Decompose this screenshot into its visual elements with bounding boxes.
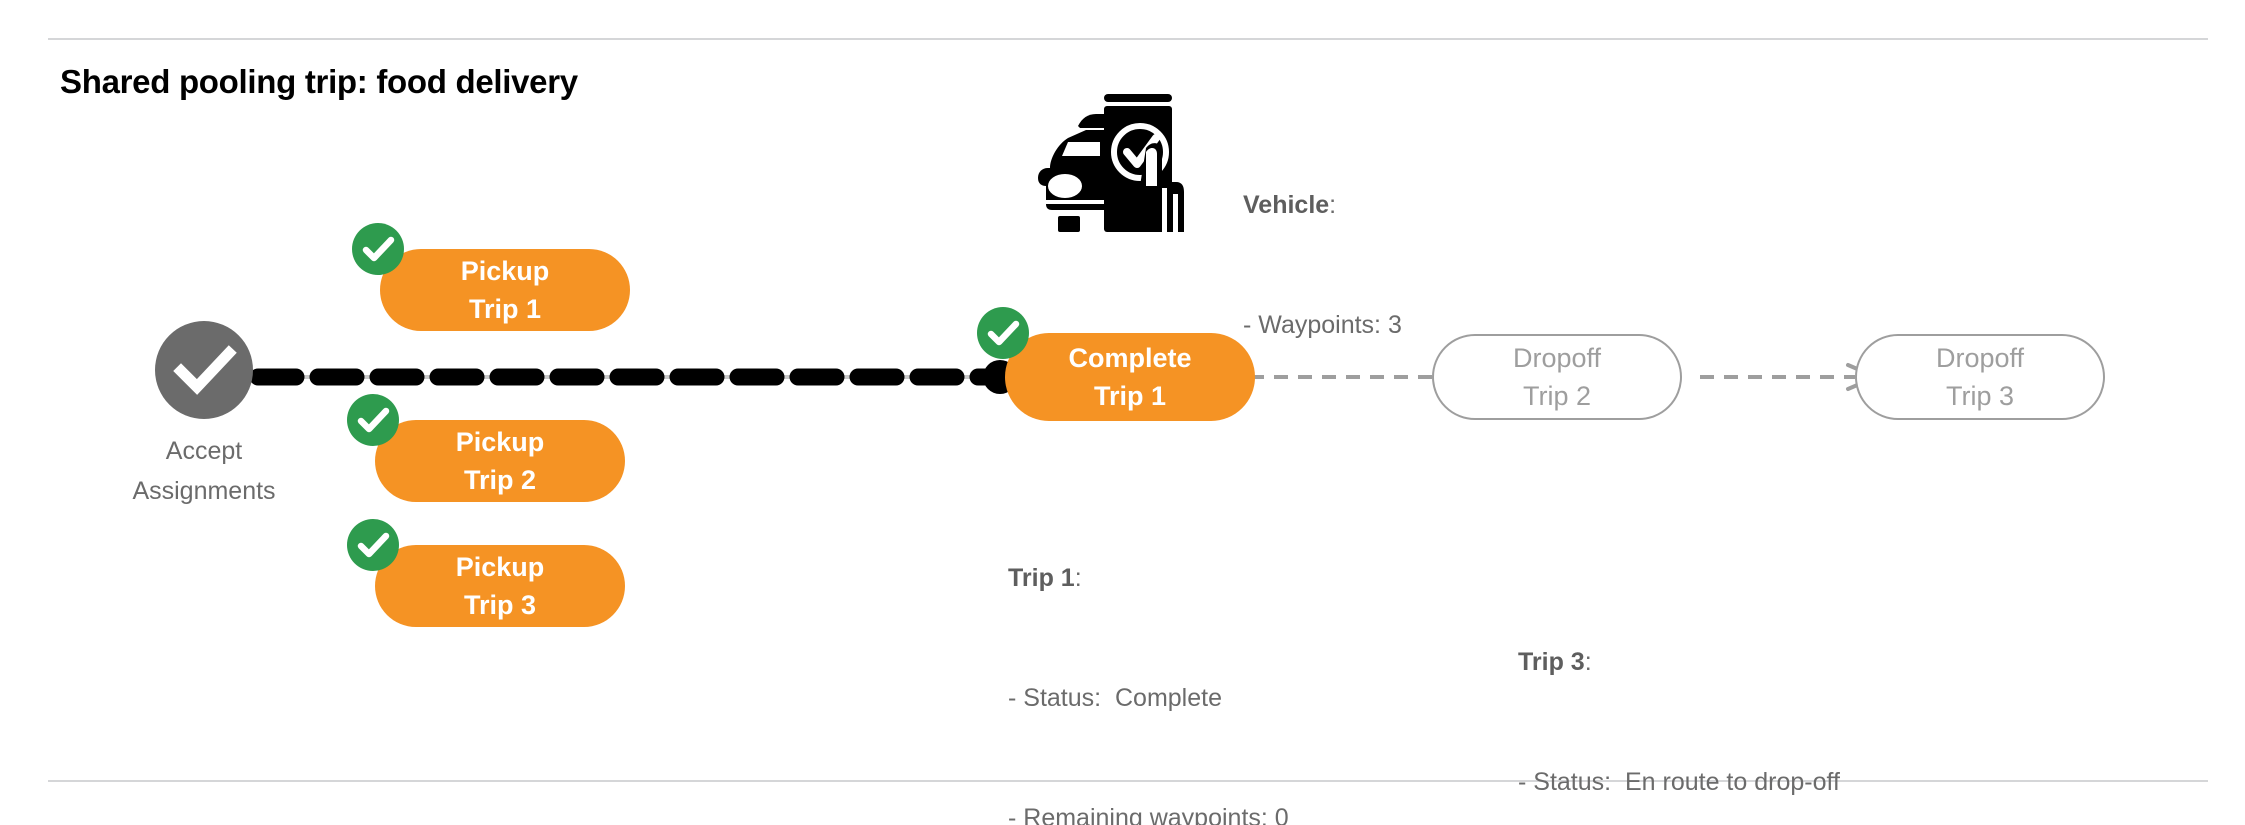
trip-1-heading: Trip 1 [1008, 564, 1075, 592]
check-icon [347, 519, 399, 571]
trip-3-heading: Trip 3 [1518, 648, 1585, 676]
trip-details-left: Trip 1: - Status: Complete - Remaining w… [1008, 478, 1330, 825]
trip-3-heading-row: Trip 3: [1518, 642, 1840, 682]
pickup-2-line1: Pickup [455, 427, 545, 457]
vehicle-heading-suffix: : [1329, 191, 1337, 219]
trip-1-heading-suffix: : [1074, 564, 1082, 592]
trip-details-right: Trip 3: - Status: En route to drop-off -… [1518, 562, 1840, 825]
trip-3-heading-suffix: : [1584, 648, 1592, 676]
complete-line1: Complete [1068, 343, 1192, 373]
trip-1-heading-row: Trip 1: [1008, 558, 1330, 598]
pickup-3-line1: Pickup [455, 552, 545, 582]
node-accept-label: Accept Assignments [87, 431, 321, 511]
top-divider [48, 38, 2208, 40]
bottom-divider [48, 780, 2208, 782]
vehicle-info-block: Vehicle: - Waypoints: 3 [1243, 105, 1402, 425]
vehicle-heading-row: Vehicle: [1243, 185, 1402, 225]
node-dropoff-trip-2[interactable]: Dropoff Trip 2 [1432, 334, 1682, 420]
node-pickup-trip-1[interactable]: Pickup Trip 1 [352, 223, 630, 331]
dropoff-3-line2: Trip 3 [1945, 381, 2014, 411]
node-complete-trip-1[interactable]: Complete Trip 1 [977, 307, 1255, 421]
node-pickup-trip-2[interactable]: Pickup Trip 2 [347, 394, 625, 502]
pickup-2-line2: Trip 2 [463, 465, 537, 495]
complete-line2: Trip 1 [1093, 381, 1167, 411]
trip-1-waypoints-row: - Remaining waypoints: 0 [1008, 804, 1289, 825]
check-icon [347, 394, 399, 446]
check-icon [352, 223, 404, 275]
dropoff-3-line1: Dropoff [1935, 343, 2025, 373]
accept-label-line2: Assignments [132, 477, 276, 505]
dropoff-2-line1: Dropoff [1512, 343, 1602, 373]
vehicle-waypoints-row: - Waypoints: 3 [1243, 311, 1402, 339]
pickup-1-line2: Trip 1 [468, 294, 542, 324]
node-pickup-trip-3[interactable]: Pickup Trip 3 [347, 519, 625, 627]
vehicle-heading: Vehicle [1243, 191, 1330, 219]
car-phone-check-icon [1028, 82, 1188, 234]
check-icon [977, 307, 1029, 359]
node-dropoff-trip-3[interactable]: Dropoff Trip 3 [1855, 334, 2105, 420]
accept-label-line1: Accept [165, 437, 243, 465]
dropoff-2-line2: Trip 2 [1522, 381, 1591, 411]
trip-1-status-row: - Status: Complete [1008, 684, 1222, 712]
node-accept-assignments[interactable]: Accept Assignments [132, 321, 276, 505]
check-circle-icon [155, 321, 253, 419]
trip-3-status-row: - Status: En route to drop-off [1518, 768, 1840, 796]
pickup-1-line1: Pickup [460, 256, 550, 286]
pickup-3-line2: Trip 3 [463, 590, 537, 620]
page-title: Shared pooling trip: food delivery [60, 63, 578, 100]
